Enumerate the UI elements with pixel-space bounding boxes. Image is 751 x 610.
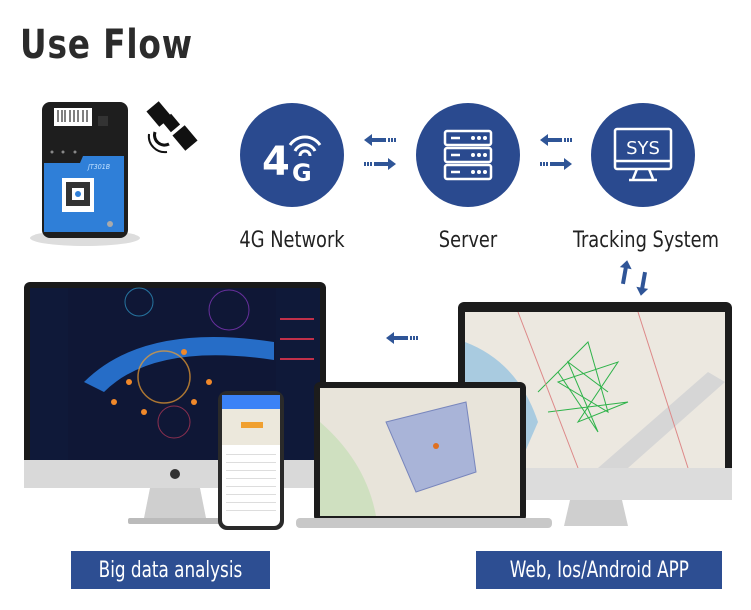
smartphone-app bbox=[218, 391, 284, 530]
tracking-system-node: SYS bbox=[591, 103, 695, 207]
monitor-sys-icon: SYS bbox=[613, 127, 673, 182]
device-model-label: JT301B bbox=[86, 163, 110, 171]
big-data-analysis-label: Big data analysis bbox=[98, 557, 243, 583]
big-data-analysis-badge: Big data analysis bbox=[71, 551, 270, 589]
bidirectional-arrows-server-system bbox=[540, 134, 572, 170]
4g-signal-icon: 4 G bbox=[262, 135, 322, 187]
svg-text:G: G bbox=[292, 159, 312, 187]
web-app-badge: Web, Ios/Android APP bbox=[476, 551, 722, 589]
server-node bbox=[416, 103, 520, 207]
left-arrow-to-analysis bbox=[386, 332, 418, 344]
tracking-system-label: Tracking System bbox=[573, 228, 719, 253]
page-title: Use Flow bbox=[20, 22, 193, 68]
svg-text:4: 4 bbox=[262, 139, 290, 185]
server-rack-icon bbox=[443, 129, 493, 181]
4g-network-node: 4 G bbox=[240, 103, 344, 207]
gps-tracker-device: JT301B bbox=[30, 102, 140, 246]
bidirectional-arrows-4g-server bbox=[364, 134, 396, 170]
laptop-web-map bbox=[296, 382, 552, 528]
satellite-icon bbox=[146, 101, 198, 154]
server-label: Server bbox=[438, 228, 498, 253]
svg-text:SYS: SYS bbox=[626, 138, 660, 159]
web-app-label: Web, Ios/Android APP bbox=[509, 557, 689, 583]
bidirectional-arrows-system-apps bbox=[619, 260, 649, 296]
4g-network-label: 4G Network bbox=[239, 228, 345, 253]
